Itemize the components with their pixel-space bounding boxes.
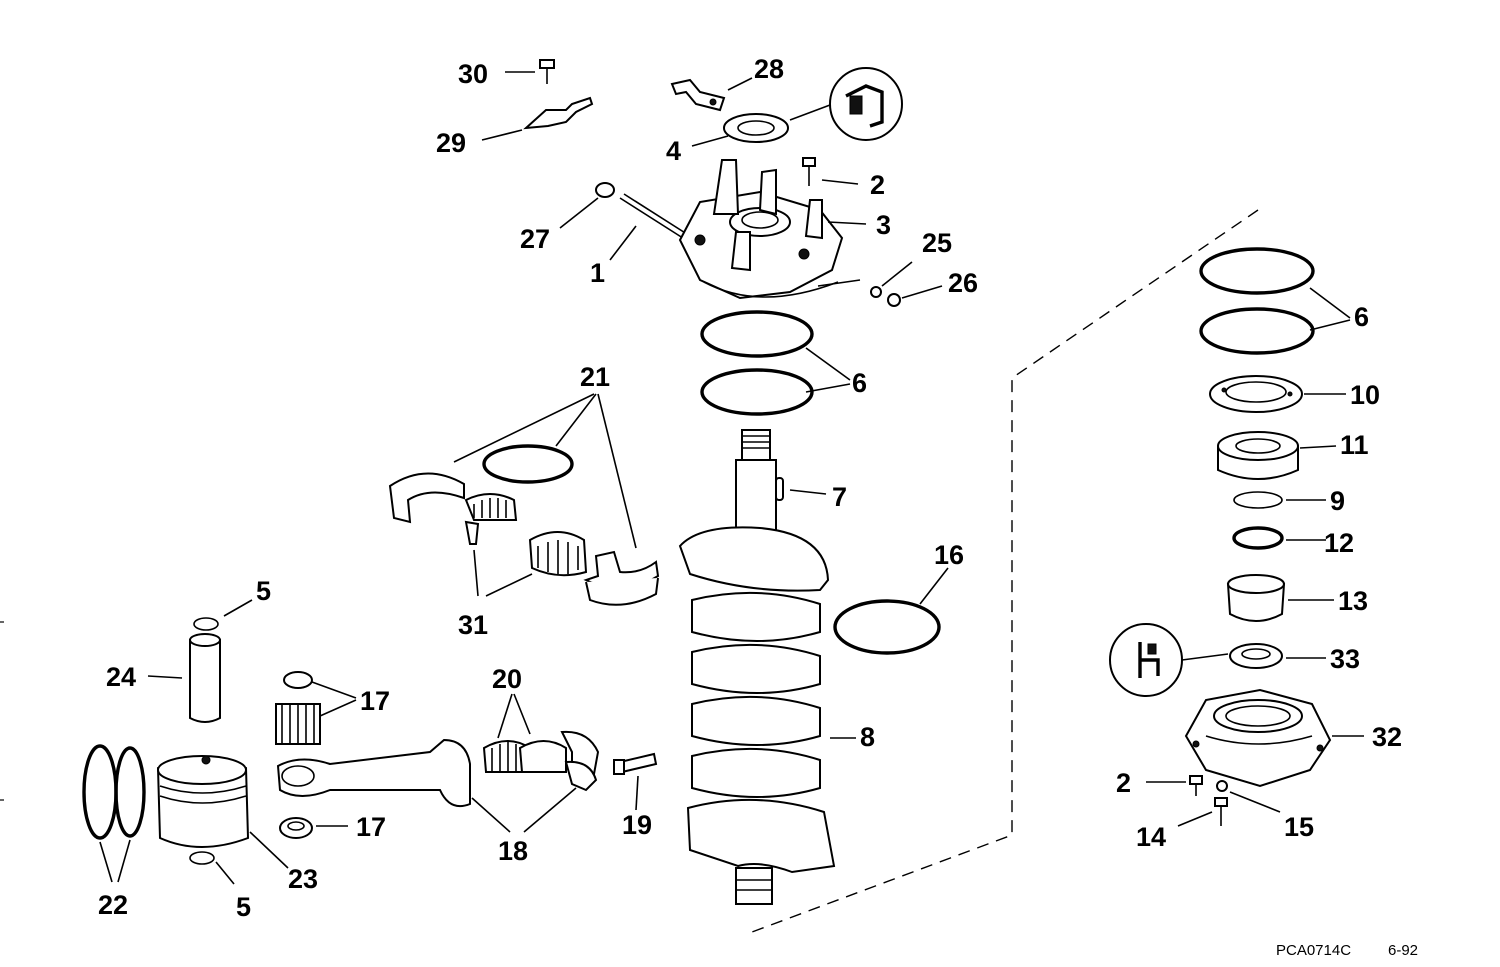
- part-18-connecting-rod: [276, 730, 600, 833]
- part-14-screw: [1177, 797, 1228, 827]
- callout-21: 21: [580, 362, 610, 392]
- callout-24: 24: [106, 662, 136, 692]
- part-12-seal: [1232, 526, 1326, 550]
- callout-19: 19: [622, 810, 652, 840]
- part-28-bracket: [670, 77, 753, 112]
- drawing-date: 6-92: [1388, 942, 1418, 959]
- callout-31: 31: [458, 610, 488, 640]
- callout-23: 23: [288, 864, 318, 894]
- part-11-ball-bearing: [1217, 431, 1337, 480]
- part-1-long-bolt: [609, 193, 691, 261]
- drawing-code: PCA0714C: [1276, 942, 1351, 959]
- callout-29: 29: [436, 128, 466, 158]
- part-32-lower-housing: [1184, 688, 1364, 788]
- part-2-bolt-lower: [1146, 775, 1203, 796]
- callout-10: 10: [1350, 380, 1380, 410]
- callout-4: 4: [666, 136, 681, 166]
- part-25-washer: [870, 261, 913, 298]
- callout-14: 14: [1136, 822, 1166, 852]
- callout-30: 30: [458, 59, 488, 89]
- callout-5-lower: 5: [236, 892, 251, 922]
- callout-3: 3: [876, 210, 891, 240]
- part-31-needle-cages: [464, 493, 588, 597]
- callout-2-lower: 2: [1116, 768, 1131, 798]
- callout-17-lower: 17: [356, 812, 386, 842]
- callout-labels: 30 28 29 4 2 27 3 25 1 26 6 6 21 10 11 7…: [98, 54, 1402, 922]
- part-5-clip-upper: [193, 599, 253, 631]
- part-2-bolt-top: [802, 157, 859, 186]
- part-3-upper-housing: [678, 159, 867, 300]
- part-16-retaining-ring: [833, 567, 949, 655]
- part-22-piston-rings: [82, 744, 146, 883]
- callout-28: 28: [754, 54, 784, 84]
- part-19-rod-bolt: [613, 752, 658, 811]
- callout-27: 27: [520, 224, 550, 254]
- part-17-bearing-lower: [279, 817, 348, 839]
- callout-20: 20: [492, 664, 522, 694]
- part-6-orings-center: [700, 310, 851, 416]
- dashed-boundary: [751, 209, 1259, 933]
- callout-17-upper: 17: [360, 686, 390, 716]
- part-23-piston: [156, 755, 289, 869]
- part-4-seal: [691, 67, 903, 147]
- callout-26: 26: [948, 268, 978, 298]
- callout-12: 12: [1324, 528, 1354, 558]
- callout-22: 22: [98, 890, 128, 920]
- callout-11: 11: [1340, 430, 1369, 460]
- callout-15: 15: [1284, 812, 1314, 842]
- callout-2-top: 2: [870, 170, 885, 200]
- callout-7: 7: [832, 482, 847, 512]
- part-33-seal: [1109, 623, 1326, 697]
- callout-5-upper: 5: [256, 576, 271, 606]
- callout-1: 1: [590, 258, 605, 288]
- part-6-orings-right: [1199, 247, 1351, 355]
- part-21-bearing-halves: [388, 393, 660, 606]
- part-24-wrist-pin: [147, 633, 221, 723]
- part-29-clip: [481, 96, 594, 141]
- part-17-bearing-upper: [275, 671, 357, 745]
- part-15-washer: [1216, 780, 1281, 813]
- callout-13: 13: [1338, 586, 1368, 616]
- part-27-plug: [559, 182, 615, 229]
- part-13-cup: [1226, 574, 1334, 622]
- callout-6-right: 6: [1354, 302, 1369, 332]
- part-20-needle-bearing: [482, 693, 567, 773]
- part-7-key: [775, 477, 827, 501]
- part-30-screw: [505, 59, 555, 84]
- callout-32: 32: [1372, 722, 1402, 752]
- part-9-snap-ring: [1233, 491, 1326, 509]
- callout-6-center: 6: [852, 368, 867, 398]
- callout-8: 8: [860, 722, 875, 752]
- part-8-crankshaft: [678, 429, 856, 905]
- part-5-clip-lower: [189, 851, 235, 885]
- callout-9: 9: [1330, 486, 1345, 516]
- callout-33: 33: [1330, 644, 1360, 674]
- callout-18: 18: [498, 836, 528, 866]
- part-10-plate: [1209, 375, 1346, 413]
- callout-25: 25: [922, 228, 952, 258]
- callout-16: 16: [934, 540, 964, 570]
- part-26-nut: [887, 285, 943, 307]
